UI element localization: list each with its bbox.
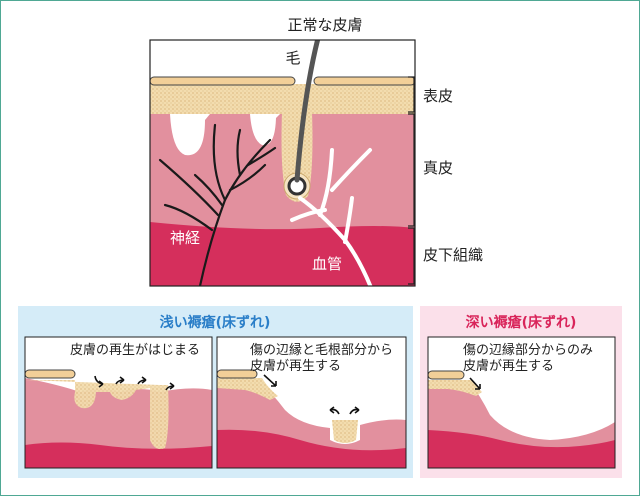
deep-regen-diagram [428,337,615,468]
deep-caption-2: 皮膚が再生する [463,358,554,374]
subcutaneous-label: 皮下組織 [423,246,483,264]
normal-skin-cross-section [150,40,415,286]
epidermis-surface [149,76,296,86]
top-title: 正常な皮膚 [287,16,362,34]
nerve-label: 神経 [170,229,200,247]
hair-label: 毛 [285,49,300,67]
hair-shaft [294,40,321,183]
blood-vessel [290,148,373,286]
layer-brackets [408,76,415,285]
shallow-panel-title: 浅い褥瘡(床ずれ) [160,314,271,331]
deep-caption-1: 傷の辺縁部分からのみ [463,342,593,358]
deep-panel-title: 深い褥瘡(床ずれ) [466,314,577,331]
epidermis-surface-right [313,76,416,86]
subcutaneous-layer [150,222,415,286]
shallow-right-caption-2: 皮膚が再生する [250,358,341,374]
shallow-left-caption: 皮膚の再生がはじまる [70,342,200,358]
nerve [158,123,277,286]
vessel-label: 血管 [312,255,342,273]
dermis-label: 真皮 [423,159,453,177]
shallow-right-caption-1: 傷の辺縁と毛根部分から [250,342,393,358]
epidermis-label: 表皮 [423,87,453,105]
shallow-regen-diagram [217,337,406,468]
shallow-early-diagram [25,337,212,468]
